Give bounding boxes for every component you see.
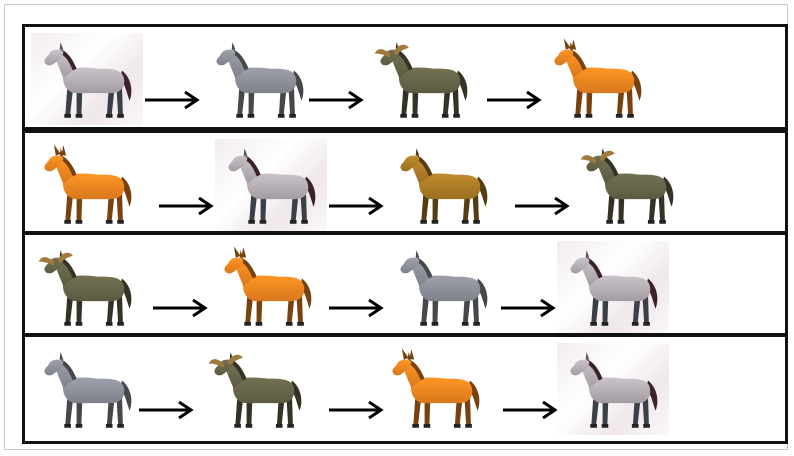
right-arrow-icon	[137, 399, 195, 421]
right-arrow-icon	[501, 399, 559, 421]
row4-image-1	[31, 343, 143, 435]
row3-image-3	[387, 241, 499, 333]
right-arrow-icon	[157, 195, 215, 217]
right-arrow-icon	[327, 297, 385, 319]
row3-arrow-1	[151, 297, 209, 319]
row1-arrow-2	[307, 89, 365, 111]
grey-horse-icon	[35, 345, 139, 433]
orange-donkey-horse-icon	[35, 141, 139, 229]
olive-moose-horse-icon	[577, 141, 681, 229]
row1-image-3	[367, 33, 479, 125]
orange-donkey-horse-icon	[215, 243, 319, 331]
roan-horse-icon	[561, 243, 665, 331]
row2-arrow-1	[157, 195, 215, 217]
row4-image-4	[557, 343, 669, 435]
right-arrow-icon	[499, 297, 557, 319]
right-arrow-icon	[327, 195, 385, 217]
row3-image-1	[31, 241, 143, 333]
row2-image-1	[31, 139, 143, 231]
right-arrow-icon	[307, 89, 365, 111]
right-arrow-icon	[143, 89, 201, 111]
orange-donkey-horse-icon	[383, 345, 487, 433]
sequence-row-4	[22, 334, 788, 444]
row1-image-1	[31, 33, 143, 125]
row4-arrow-3	[501, 399, 559, 421]
right-arrow-icon	[327, 399, 385, 421]
right-arrow-icon	[513, 195, 571, 217]
row3-arrow-2	[327, 297, 385, 319]
sequence-row-1	[22, 24, 788, 130]
row1-arrow-1	[143, 89, 201, 111]
grey-horse-icon	[391, 243, 495, 331]
sequence-row-3	[22, 232, 788, 336]
right-arrow-icon	[485, 89, 543, 111]
row1-arrow-3	[485, 89, 543, 111]
row4-image-3	[379, 343, 491, 435]
row2-arrow-3	[513, 195, 571, 217]
roan-horse-icon	[219, 141, 323, 229]
olive-moose-horse-icon	[35, 243, 139, 331]
olive-moose-horse-icon	[205, 345, 309, 433]
row4-arrow-2	[327, 399, 385, 421]
row2-arrow-2	[327, 195, 385, 217]
grey-horse-icon	[207, 35, 311, 123]
row2-image-3	[387, 139, 499, 231]
row2-image-4	[573, 139, 685, 231]
row2-image-2	[215, 139, 327, 231]
transformation-sequence-grid	[22, 24, 788, 444]
row3-arrow-3	[499, 297, 557, 319]
olive-moose-horse-icon	[371, 35, 475, 123]
row1-image-2	[203, 33, 315, 125]
right-arrow-icon	[151, 297, 209, 319]
row4-arrow-1	[137, 399, 195, 421]
row3-image-4	[557, 241, 669, 333]
row1-image-4	[541, 33, 653, 125]
orange-donkey-horse-icon	[545, 35, 649, 123]
brown-horse-icon	[391, 141, 495, 229]
sequence-row-2	[22, 130, 788, 234]
roan-horse-icon	[561, 345, 665, 433]
row3-image-2	[211, 241, 323, 333]
row4-image-2	[201, 343, 313, 435]
roan-horse-icon	[35, 35, 139, 123]
